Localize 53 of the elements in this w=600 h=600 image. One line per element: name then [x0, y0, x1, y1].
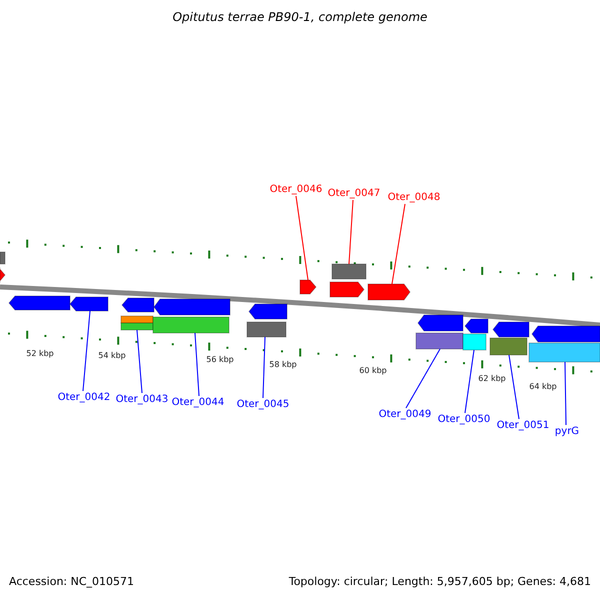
- leader-line: [406, 348, 440, 408]
- gene-bar: [246, 322, 286, 338]
- gene-block: [531, 326, 600, 342]
- gene-block: [464, 318, 488, 334]
- scale-label: 58 kbp: [269, 359, 297, 371]
- gene-label: pyrG: [554, 426, 580, 438]
- gene-bar: [120, 322, 154, 330]
- scale-label: 64 kbp: [529, 381, 557, 393]
- gene-block: [300, 280, 317, 294]
- leader-line: [136, 330, 142, 394]
- leader-line: [262, 336, 266, 398]
- gene-label: Oter_0046: [270, 184, 322, 196]
- scale-label: 62 kbp: [478, 373, 506, 385]
- gene-block: [8, 296, 70, 310]
- gene-label: Oter_0048: [388, 192, 440, 204]
- leader-line: [296, 196, 308, 280]
- title: Opitutus terrae PB90-1, complete genome: [172, 11, 428, 23]
- gene-bar: [528, 342, 600, 362]
- gene-bar: [490, 338, 528, 356]
- footer-text: Topology: circular; Length: 5,957,605 bp; Genes: 4,681: [288, 576, 591, 588]
- gene-block: [248, 304, 288, 320]
- gene-block: [368, 284, 411, 300]
- leader-line: [82, 310, 90, 392]
- footer-text: Accession: NC_010571: [9, 576, 134, 588]
- leader-line: [464, 350, 474, 414]
- leader-line: [564, 362, 566, 426]
- gene-block: [492, 322, 530, 338]
- gene-label: Oter_0049: [378, 409, 432, 421]
- scale-label: 54 kbp: [98, 350, 126, 362]
- gene-label: Oter_0044: [172, 397, 224, 409]
- leader-line: [194, 332, 200, 396]
- gene-bar: [416, 332, 464, 350]
- scale-label: 56 kbp: [206, 354, 234, 366]
- gene-block: [330, 282, 365, 298]
- scale-label: 52 kbp: [26, 348, 54, 360]
- gene-block: [69, 296, 108, 312]
- gene-block: [121, 298, 154, 312]
- gene-bar: [120, 316, 154, 324]
- leader-line: [348, 200, 354, 264]
- leader-line: [508, 354, 520, 420]
- gene-block: [0, 268, 6, 282]
- gene-label: Oter_0047: [328, 188, 380, 200]
- gene-bar: [462, 334, 486, 350]
- gene-label: Oter_0042: [58, 392, 110, 404]
- gene-label: Oter_0045: [236, 399, 290, 411]
- gene-label: Oter_0051: [496, 420, 550, 432]
- gene-bar: [0, 252, 6, 264]
- gene-label: Oter_0050: [438, 414, 490, 426]
- gene-bar: [332, 264, 366, 280]
- gene-label: Oter_0043: [116, 394, 168, 406]
- leader-line: [392, 204, 406, 284]
- gene-bar: [152, 316, 230, 334]
- scale-label: 60 kbp: [359, 365, 387, 377]
